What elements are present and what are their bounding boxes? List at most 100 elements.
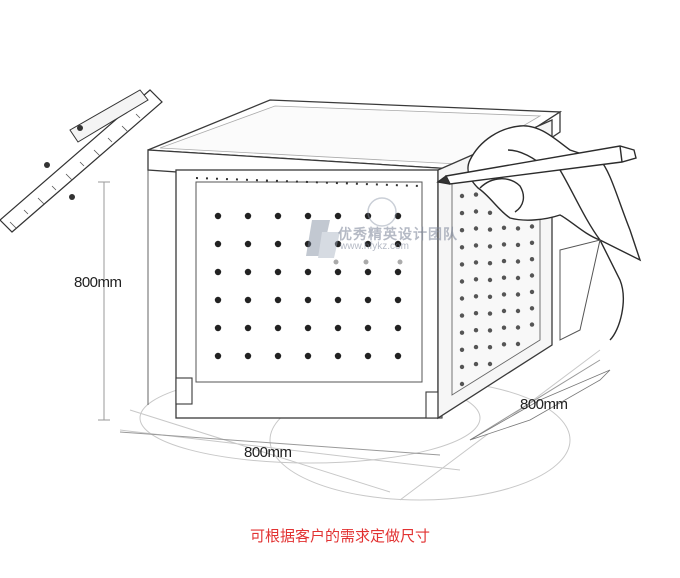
perforation-hole [304,296,312,304]
perforation-hole [459,330,465,335]
perforation-hole [214,268,222,276]
perforation-hole [487,277,493,283]
perforation-hole [473,260,479,265]
perforation-hole [459,364,465,370]
perforation-hole [364,212,372,220]
front-holes [214,212,402,360]
perforation-hole [364,296,372,304]
perforation-hole [459,313,465,318]
perforation-hole [487,294,493,299]
perforation-hole [334,212,342,220]
perforation-hole [473,328,479,333]
perforation-hole [529,306,535,311]
perforation-hole [487,361,493,367]
dimension-lines [98,181,601,456]
perforation-hole [244,268,252,276]
dimension-depth-label: 800mm [520,396,568,413]
perforation-hole [487,328,493,333]
perforation-hole [304,212,312,220]
perforation-hole [459,228,465,233]
perforation-hole [334,240,342,248]
perforation-hole [364,352,372,360]
perforation-hole [274,212,282,220]
perforation-hole [274,324,282,332]
perforation-hole [487,210,493,215]
perforation-hole [501,325,507,330]
perforation-hole [244,324,252,332]
cabinet-front [175,169,443,419]
perforation-hole [394,352,402,360]
perforation-hole [334,268,342,276]
perforation-hole [459,210,465,216]
perforation-hole [515,292,521,297]
perforation-hole [473,277,479,282]
perforation-hole [364,268,372,276]
dimension-width-label: 800mm [244,444,292,461]
hand-with-pencil [436,125,642,341]
watermark-text: 优秀精英设计团队 [338,227,458,243]
perforation-hole [501,275,507,280]
perforation-hole [214,296,222,304]
perforation-hole [515,259,521,264]
perforation-hole [501,225,507,230]
perforation-hole [334,324,342,332]
perforation-hole [459,279,465,284]
perforation-hole [214,212,222,220]
perforation-hole [473,209,479,214]
perforation-hole [214,352,222,360]
perforation-hole [529,257,535,262]
perforation-hole [394,212,402,220]
perforation-hole [244,296,252,304]
perforation-hole [515,308,521,314]
perforation-hole [304,268,312,276]
perforation-hole [501,242,507,247]
perforation-hole [501,308,507,314]
perforation-hole [274,268,282,276]
perforation-hole [274,352,282,360]
perforation-hole [473,361,479,367]
perforation-hole [529,224,535,229]
perforation-hole [334,296,342,304]
ruler-right [469,239,611,441]
perforation-hole [487,261,493,266]
perforation-hole [487,345,493,350]
perforation-hole [473,294,479,299]
perforation-hole [394,268,402,276]
perforation-hole [364,240,372,248]
perforation-hole [529,322,535,327]
perforation-hole [501,258,507,264]
perforation-hole [459,381,465,387]
perforation-hole [501,292,507,297]
perforation-hole [274,296,282,304]
perforation-hole [394,324,402,332]
perforation-hole [473,226,479,231]
perforation-hole [304,324,312,332]
perforation-hole [473,243,479,248]
perforation-hole [487,227,493,232]
perforation-hole [459,262,465,267]
perforation-hole [304,240,312,248]
perforation-hole [459,296,465,301]
perforation-hole [501,342,507,347]
perforation-hole [515,325,521,330]
perforation-hole [214,240,222,248]
perforation-hole [364,324,372,332]
perforation-hole [487,311,493,316]
dimension-height-label: 800mm [74,274,122,291]
perforation-hole [214,324,222,332]
perforation-hole [459,245,465,250]
perforation-hole [473,311,479,316]
perforation-hole [459,347,465,352]
perforation-hole [244,352,252,360]
perforation-hole [515,275,521,281]
perforation-hole [304,352,312,360]
perforation-hole [394,296,402,304]
ruler-left [0,89,163,233]
caption: 可根据客户的需求定做尺寸 [249,527,430,545]
perforation-hole [487,244,493,249]
perforation-hole [459,193,465,199]
watermark-logo [306,197,403,265]
perforation-hole [274,240,282,248]
perforation-hole [515,242,521,248]
